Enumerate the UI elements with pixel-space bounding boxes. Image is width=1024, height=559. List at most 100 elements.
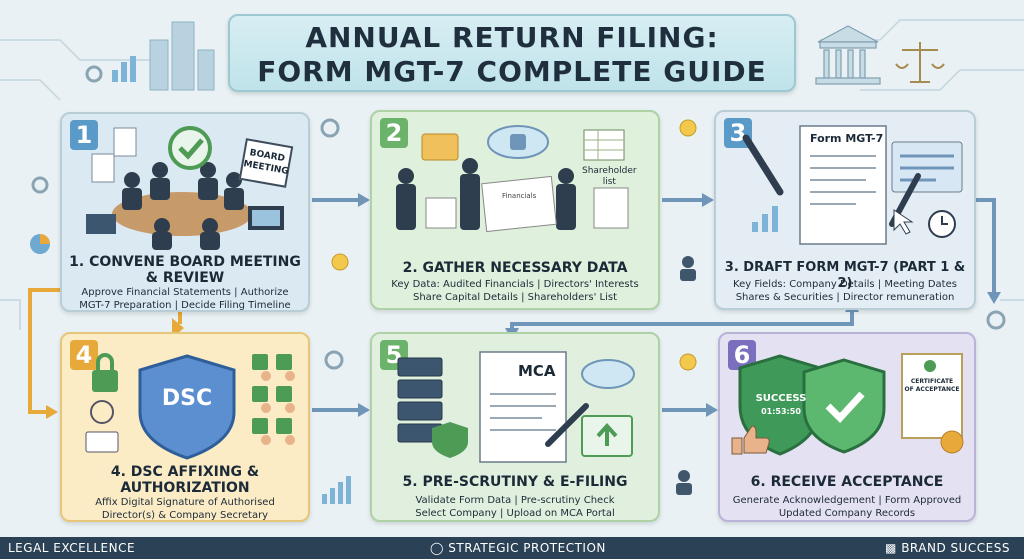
footer-left: LEGAL EXCELLENCE (8, 541, 136, 555)
step-card-1: 1 BOARD MEETING 1. CONVENE BOARD MEETING… (60, 112, 310, 312)
step-number: 4 (70, 340, 98, 370)
step-desc-line-1: Affix Digital Signature of Authorised (95, 497, 275, 508)
step-description: Key Fields: Company Details | Meeting Da… (720, 278, 970, 304)
checkmark-icon (168, 126, 212, 170)
lightbulb-icon (679, 353, 697, 371)
form-label: Form MGT-7 (810, 132, 884, 145)
step-desc-line-1: Key Data: Audited Financials | Directors… (391, 279, 639, 290)
gear-icon (324, 350, 344, 370)
step-desc-line-1: Key Fields: Company Details | Meeting Da… (733, 279, 957, 290)
step-description: Validate Form Data | Pre-scrutiny Check … (376, 494, 654, 520)
step-desc-line-2: MGT-7 Preparation | Decide Filing Timeli… (79, 300, 291, 311)
draft-form-illustration (742, 125, 963, 245)
step-heading: 6. RECEIVE ACCEPTANCE (724, 474, 970, 490)
shareholder-list-tag: Shareholder list (582, 166, 637, 188)
step-heading: 4. DSC AFFIXING & AUTHORIZATION (66, 464, 304, 496)
gear-icon (986, 310, 1006, 330)
success-badge: SUCCESS 01:53:50 (746, 392, 816, 418)
lock-icon (92, 370, 118, 392)
gear-icon (85, 65, 103, 83)
title-banner: ANNUAL RETURN FILING: FORM MGT-7 COMPLET… (228, 14, 796, 92)
lightbulb-icon (331, 253, 349, 271)
financials-doc-label: Financials (502, 192, 537, 200)
step-desc-line-2: Share Capital Details | Shareholders' Li… (413, 292, 617, 303)
step-heading-line-2: & REVIEW (145, 270, 225, 286)
acceptance-illustration (731, 353, 964, 456)
step-heading-line-1: 4. DSC AFFIXING & (110, 464, 260, 480)
step-number: 1 (70, 120, 98, 150)
step-card-3: 3 Form MGT-7 3. DRAFT FORM MGT-7 (PART 1… (714, 110, 976, 310)
footer-bar: LEGAL EXCELLENCE ◯ STRATEGIC PROTECTION … (0, 537, 1024, 559)
step-number: 2 (380, 118, 408, 148)
person-icon (678, 470, 690, 482)
checkbox-hand-icon (252, 354, 292, 434)
fingerprint-icon (90, 400, 114, 424)
footer-right: ▩ BRAND SUCCESS (885, 541, 1010, 555)
step-card-4: 4 DSC 4. DSC AFFIXING & AUTHORIZATION Af… (60, 332, 310, 522)
upload-arrow-icon (596, 423, 618, 446)
step-heading: 3. DRAFT FORM MGT-7 (PART 1 & 2) (720, 260, 970, 292)
step-number: 3 (724, 118, 752, 148)
footer-right-text: BRAND SUCCESS (901, 541, 1010, 555)
footer-center: ◯ STRATEGIC PROTECTION (430, 541, 606, 555)
title-line-2: FORM MGT-7 COMPLETE GUIDE (257, 55, 767, 88)
spreadsheet-icon (583, 129, 625, 161)
step-desc-line-1: Generate Acknowledgement | Form Approved (732, 495, 962, 506)
step-card-2: 2 Financials Shareholder list 2. GATHER … (370, 110, 660, 310)
seal-icon (940, 430, 964, 454)
certificate-label: CERTIFICATE OF ACCEPTANCE (904, 378, 960, 394)
footer-center-text: STRATEGIC PROTECTION (448, 541, 606, 555)
step-card-5: 5 MCA 5. PRE-SCRUTINY & E-FILING Validat… (370, 332, 660, 522)
dsc-illustration (85, 353, 295, 460)
step-description: Key Data: Audited Financials | Directors… (376, 278, 654, 304)
step-heading-line-1: 5. PRE-SCRUTINY & E-FILING (402, 474, 628, 490)
growth-chart-icon (752, 206, 778, 232)
shield-icon (138, 354, 236, 460)
title-line-1: ANNUAL RETURN FILING: (305, 21, 719, 54)
step-heading: 2. GATHER NECESSARY DATA (376, 260, 654, 276)
step-desc-line-2: Updated Company Records (778, 508, 916, 519)
gear-icon (320, 118, 340, 138)
step-description: Approve Financial Statements | Authorize… (66, 286, 304, 311)
efiling-illustration (397, 351, 635, 463)
board-meeting-sign: BOARD MEETING (238, 138, 294, 188)
data-gathering-illustration (396, 125, 629, 233)
check-shield-icon (802, 358, 886, 454)
board-meeting-illustration (86, 126, 284, 250)
courthouse-icon (815, 25, 881, 85)
step-desc-line-1: Approve Financial Statements | Authorize (81, 287, 289, 298)
shield-icon: ◯ (430, 541, 444, 555)
chart-icon: ▩ (885, 541, 897, 555)
id-card-icon (85, 431, 119, 453)
city-buildings-icon (149, 21, 215, 91)
step-card-6: 6 SUCCESS 01:53:50 CERTIFICATE OF ACCEPT… (718, 332, 976, 522)
cert-line-2: OF ACCEPTANCE (904, 386, 960, 393)
shield-check-icon (432, 422, 468, 458)
step-desc-line-2: Select Company | Upload on MCA Portal (415, 508, 615, 519)
pie-chart-icon (30, 234, 50, 254)
step-desc-line-2: Shares & Securities | Director remunerat… (735, 292, 955, 303)
mca-doc-label: MCA (518, 362, 556, 380)
dsc-shield-label: DSC (161, 386, 213, 411)
bar-chart-icon (112, 56, 136, 82)
step-heading-line-2: AUTHORIZATION (120, 480, 250, 496)
server-icon (397, 357, 443, 443)
step-heading-line-1: 2. GATHER NECESSARY DATA (402, 260, 628, 276)
cert-line-1: CERTIFICATE (910, 378, 954, 385)
person-icon (682, 256, 694, 268)
step-number: 5 (380, 340, 408, 370)
step-description: Affix Digital Signature of Authorised Di… (66, 496, 304, 521)
step-heading-line-1: 3. DRAFT FORM MGT-7 (PART 1 & 2) (724, 260, 966, 291)
step-desc-line-1: Validate Form Data | Pre-scrutiny Check (415, 495, 615, 506)
step-heading-line-1: 6. RECEIVE ACCEPTANCE (750, 474, 944, 490)
badge-line-1: SUCCESS (755, 393, 807, 404)
thumbs-up-icon (731, 425, 770, 455)
scales-of-justice-icon (895, 42, 945, 83)
tag-line-1: Shareholder (582, 166, 637, 176)
step-description: Generate Acknowledgement | Form Approved… (724, 494, 970, 520)
folder-icon (421, 133, 459, 161)
badge-line-2: 01:53:50 (761, 407, 801, 416)
step-heading: 1. CONVENE BOARD MEETING & REVIEW (66, 254, 304, 286)
tag-line-2: list (602, 177, 616, 187)
step-desc-line-2: Director(s) & Company Secretary (101, 510, 269, 521)
